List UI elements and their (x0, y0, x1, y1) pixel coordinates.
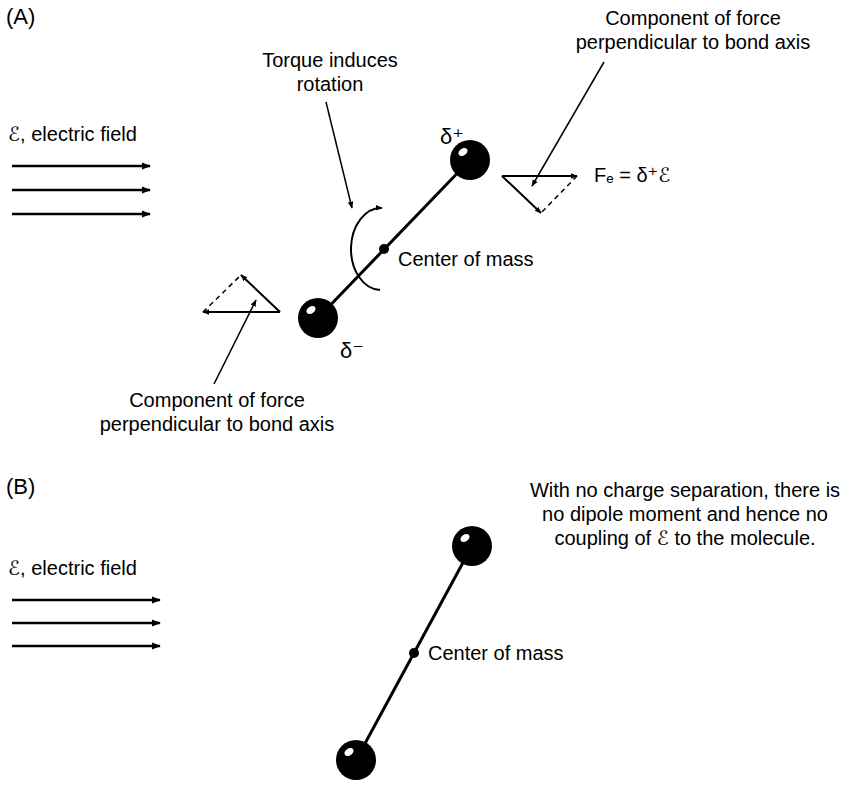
callout-text: Torque induces rotation (248, 48, 412, 96)
field-arrow (12, 645, 160, 648)
field-label: ℰ, electric field (8, 122, 137, 146)
center-of-mass-label: Center of mass (398, 247, 534, 271)
dashed-construction-line (203, 275, 241, 312)
center-of-mass-dot (379, 244, 389, 254)
leader-line (326, 102, 352, 208)
charge-label: δ⁻ (340, 338, 364, 364)
panel-letter: (A) (6, 4, 35, 30)
bond-line (318, 160, 470, 318)
leader-line (532, 62, 604, 186)
atom-highlight (305, 304, 317, 315)
atom-highlight (343, 746, 355, 757)
torque-arc (351, 208, 382, 290)
leader-line (214, 300, 256, 384)
center-of-mass-label: Center of mass (428, 641, 564, 665)
field-arrow (12, 213, 150, 216)
note-text: With no charge separation, there is no d… (520, 478, 850, 550)
perpendicular-component (241, 275, 280, 312)
dashed-construction-line (541, 176, 577, 213)
center-of-mass-dot (409, 648, 419, 658)
force-vector (203, 311, 280, 313)
field-arrow (12, 622, 160, 625)
field-arrow (12, 165, 150, 168)
atom (298, 298, 338, 338)
field-arrow (12, 189, 150, 192)
atom (336, 740, 376, 780)
atom (452, 526, 492, 566)
charge-label: δ⁺ (440, 124, 464, 150)
callout-text: Component of force perpendicular to bond… (72, 388, 362, 436)
field-label: ℰ, electric field (8, 556, 137, 580)
force-label: Fₑ = δ⁺ℰ (594, 163, 670, 187)
panel-letter: (B) (6, 474, 35, 500)
callout-text: Component of force perpendicular to bond… (548, 6, 838, 54)
atom-highlight (459, 532, 471, 543)
field-arrow (12, 599, 160, 602)
force-vector (502, 175, 577, 177)
